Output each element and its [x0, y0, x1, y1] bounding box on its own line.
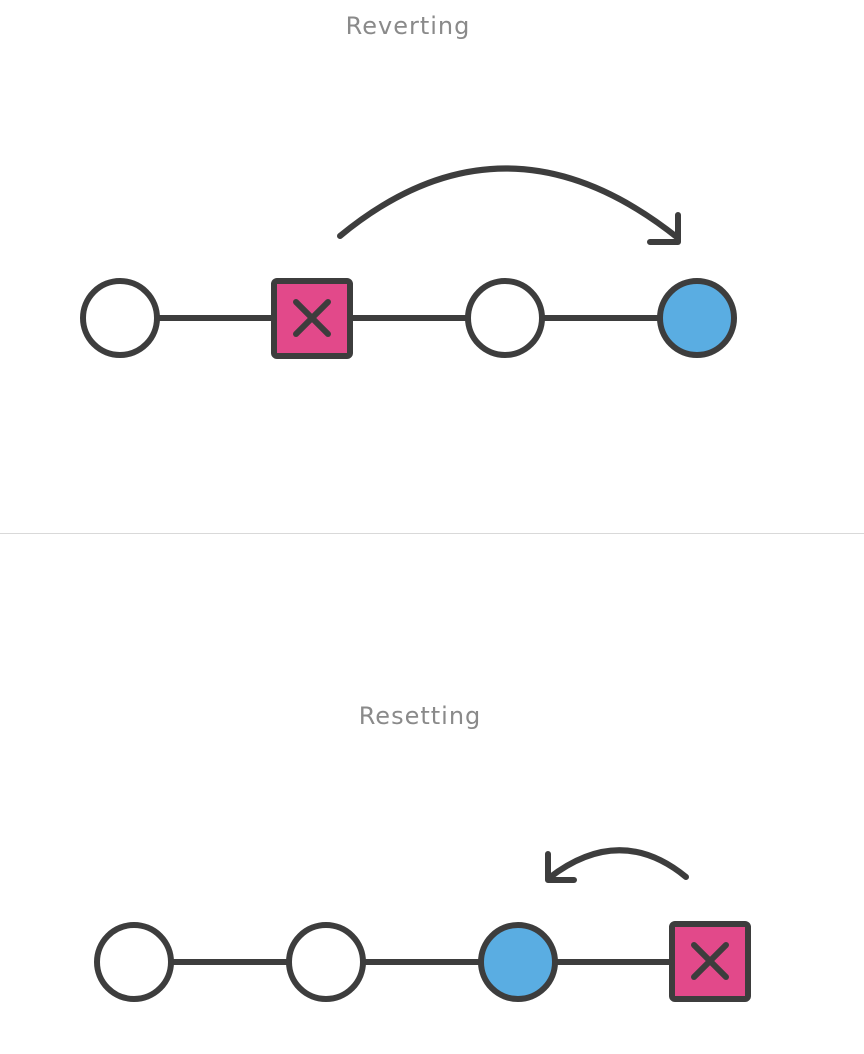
reverting-title: Reverting	[345, 12, 471, 40]
resetting-title: Resetting	[358, 702, 482, 730]
bad-commit-node	[669, 921, 751, 1002]
backward-arrow-icon	[545, 847, 689, 883]
commit-node	[286, 922, 366, 1002]
cross-icon	[691, 942, 729, 980]
commit-node	[94, 922, 174, 1002]
head-commit-node	[478, 922, 558, 1002]
reverting-diagram	[80, 165, 737, 359]
cross-icon	[293, 299, 331, 337]
revert-commit-node	[657, 278, 737, 358]
resetting-diagram	[94, 847, 751, 1002]
forward-arrow-icon	[337, 165, 681, 245]
bad-commit-node	[271, 278, 353, 359]
commit-node	[80, 278, 160, 358]
section-divider	[0, 533, 864, 534]
commit-node	[465, 278, 545, 358]
